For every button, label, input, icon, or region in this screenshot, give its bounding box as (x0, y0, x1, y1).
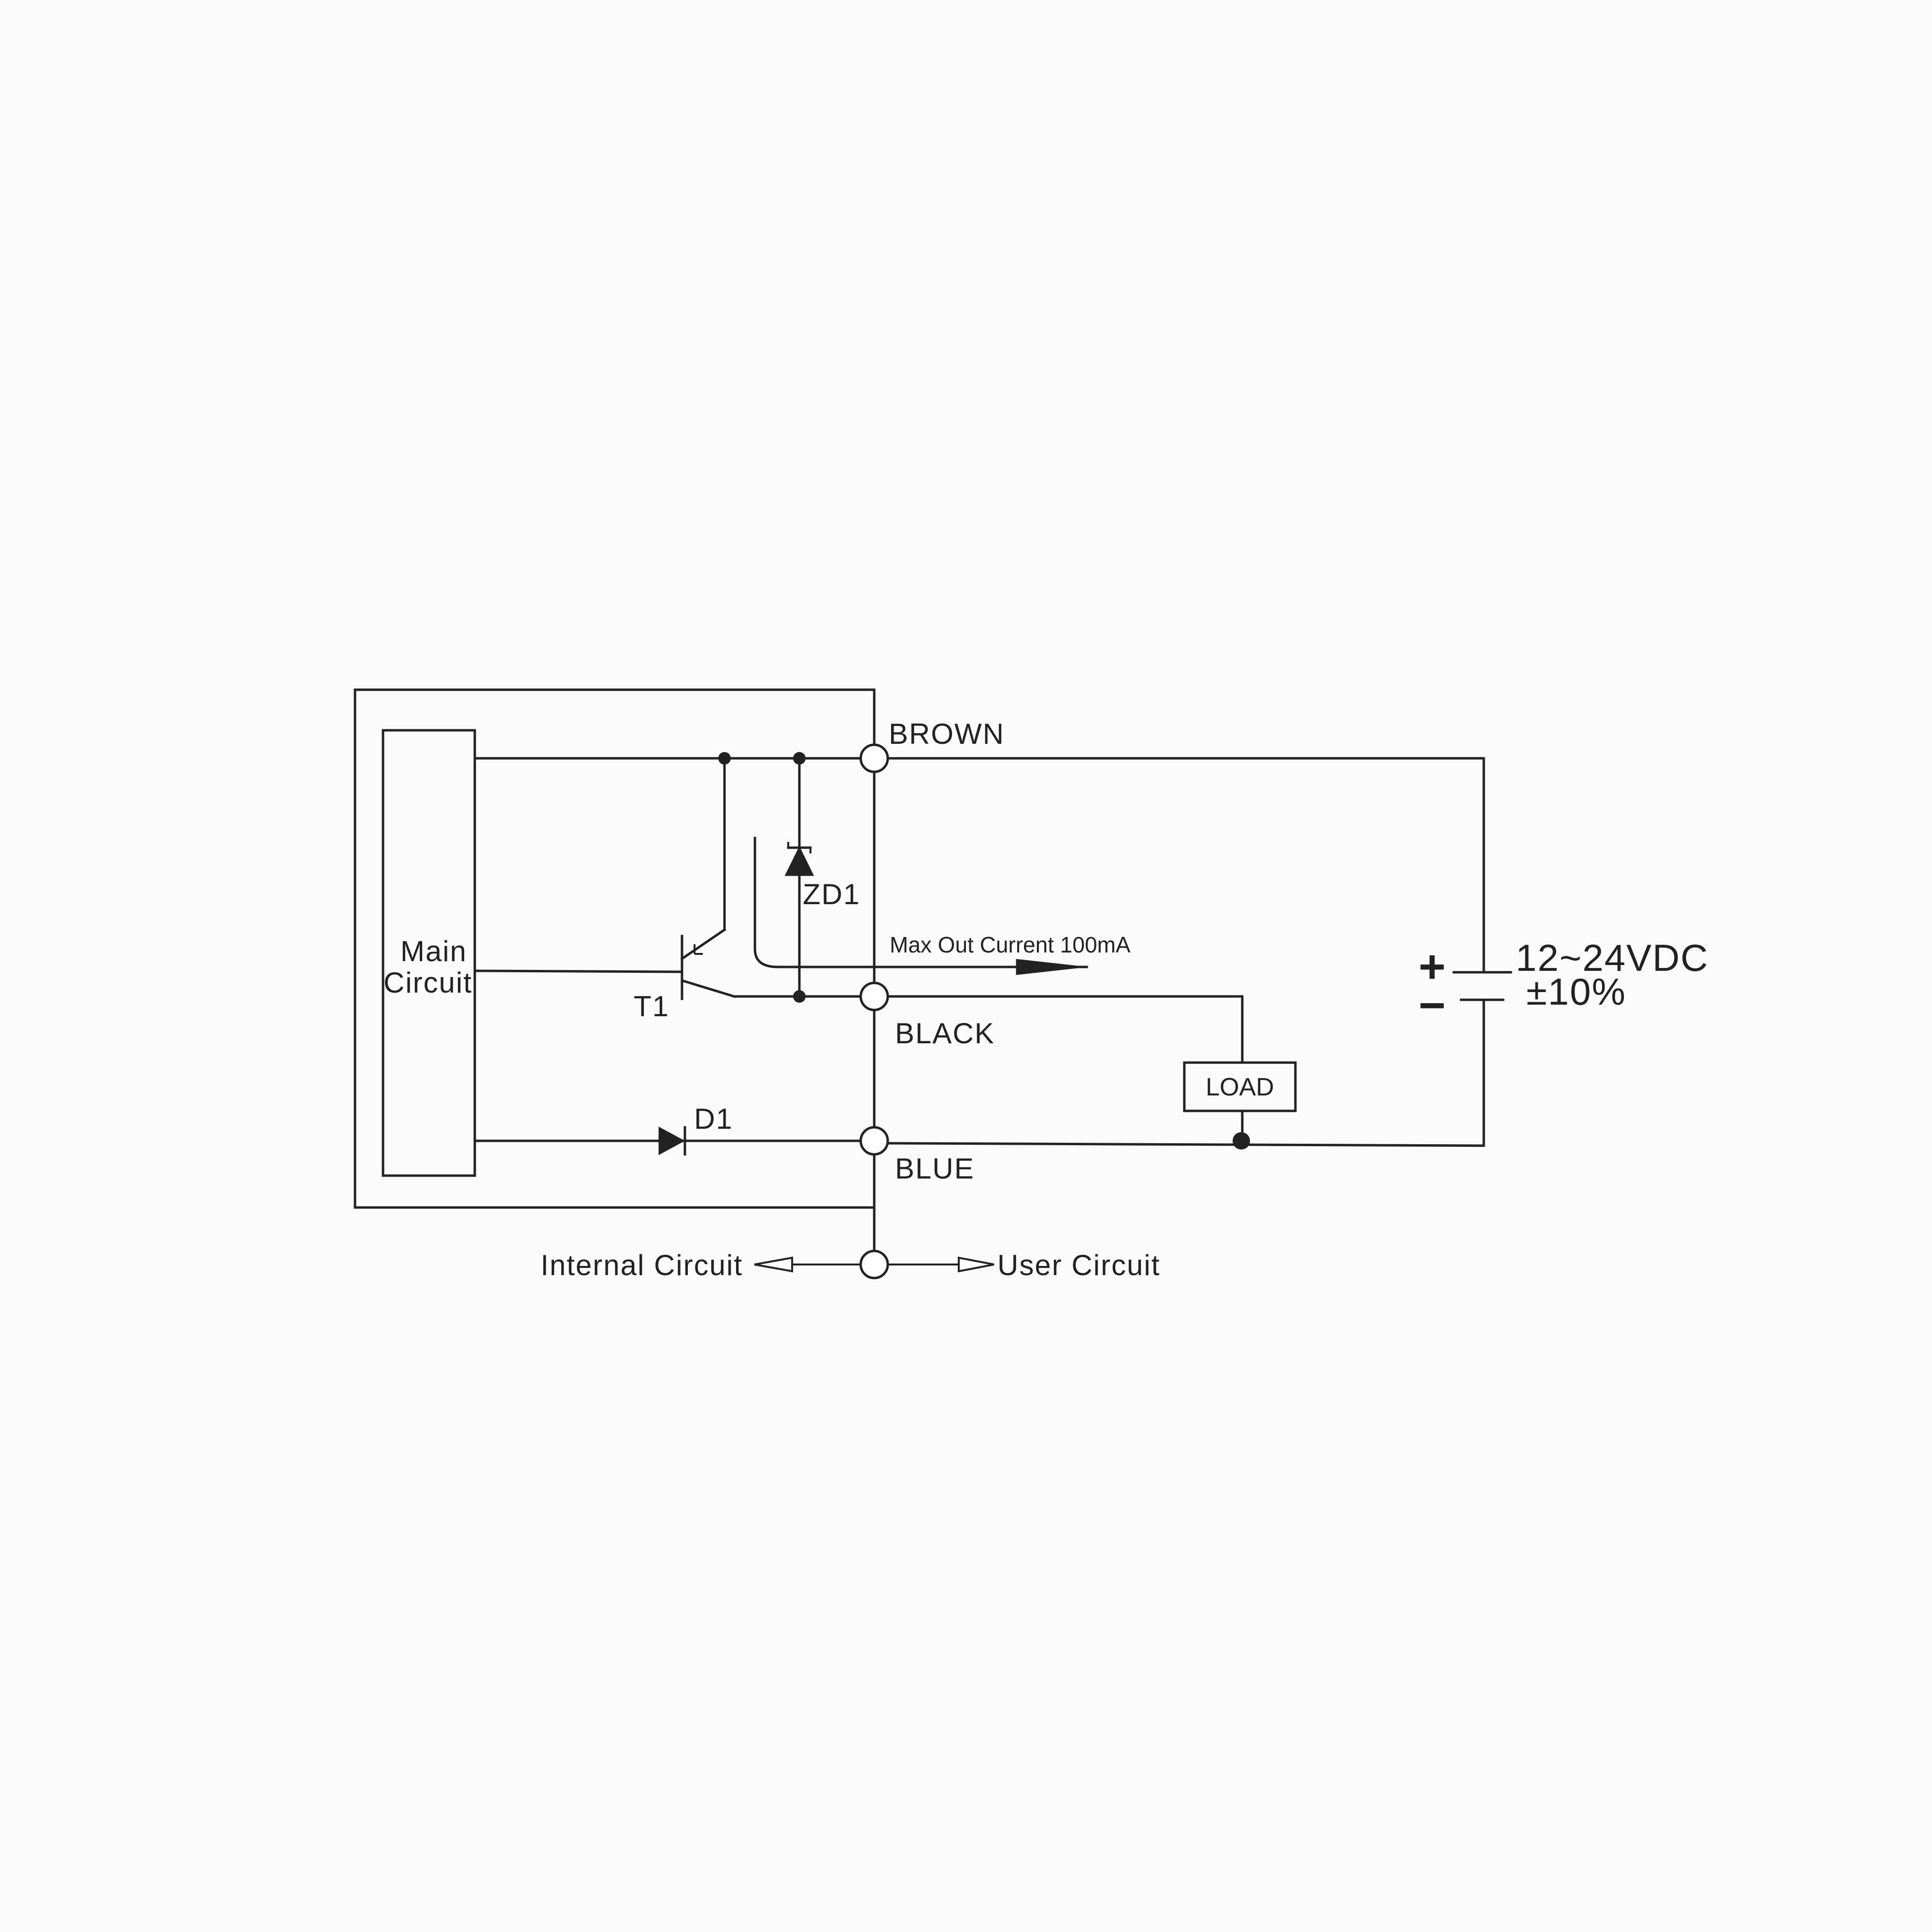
legend-internal-arrowhead (754, 1256, 793, 1273)
legend-terminal (859, 1250, 889, 1279)
supply-tolerance-label: ±10% (1526, 970, 1626, 1013)
junction-dot-brown-zener (793, 752, 806, 765)
legend-user-arrowhead (958, 1256, 994, 1273)
legend-user-label: User Circuit (997, 1249, 1160, 1281)
blue-wire-external (886, 1142, 1485, 1147)
legend-internal-label: Internal Circuit (540, 1249, 743, 1281)
terminal-blue (859, 1126, 889, 1156)
main-circuit-block (382, 729, 476, 1177)
diode-d1-label: D1 (694, 1103, 733, 1135)
supply-minus-sign: − (1419, 980, 1446, 1031)
brown-wire-label: BROWN (889, 718, 1005, 750)
t1-base-lead (473, 969, 682, 973)
transistor-t1-label: T1 (634, 990, 669, 1023)
zener-diode-zd1-label: ZD1 (803, 878, 860, 910)
zener-diode-zd1 (784, 842, 814, 876)
blue-wire-label: BLUE (895, 1152, 975, 1185)
terminal-black (859, 981, 889, 1011)
main-circuit-label-line1: Main (400, 935, 467, 967)
max-current-label: Max Out Current 100mA (890, 932, 1131, 957)
terminal-brown (859, 743, 889, 773)
max-current-arrow-line (753, 837, 1088, 968)
main-circuit-label-line2: Circuit (384, 966, 472, 999)
load-label: LOAD (1206, 1073, 1274, 1101)
supply-voltage-label: 12~24VDC (1516, 937, 1709, 979)
supply-plus-sign: + (1419, 941, 1446, 993)
max-current-arrowhead (1016, 959, 1082, 975)
load-box (1183, 1061, 1297, 1112)
diode-d1 (658, 1126, 686, 1156)
black-wire-label: BLACK (895, 1017, 995, 1050)
junction-dot-load-blue (1233, 1132, 1250, 1150)
junction-dot-black-zener (793, 990, 806, 1003)
junction-dot-brown-collector (718, 752, 731, 765)
